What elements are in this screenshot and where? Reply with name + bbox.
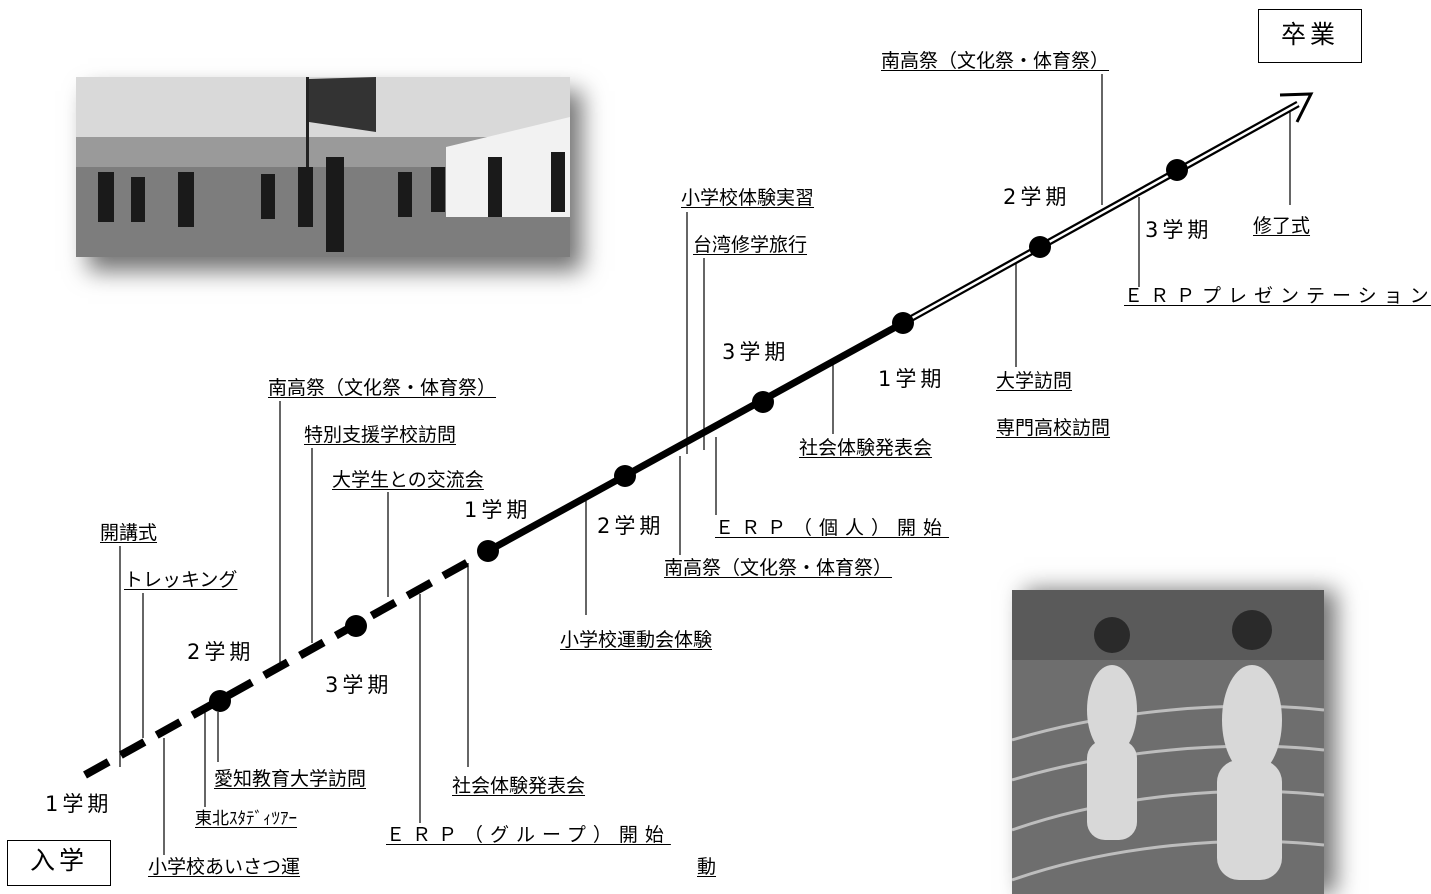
event-social-experience-year2: 社会体験発表会: [452, 775, 586, 797]
leader-lines: [119, 74, 1291, 855]
year1-term1-label: 1学期: [45, 792, 113, 816]
event-opening-ceremony: 開講式: [100, 522, 158, 544]
event-festival-year1: 南高祭（文化祭・体育祭）: [268, 377, 497, 399]
event-erp-individual-start: ＥＲＰ（個人）開始: [715, 517, 950, 539]
event-school-greeting: 小学校あいさつ運: [148, 856, 301, 878]
event-erp-presentation: ＥＲＰプレゼンテーション: [1124, 285, 1431, 307]
event-special-school-visit: 特別支援学校訪問: [304, 424, 457, 446]
event-school-teaching-practice: 小学校体験実習: [681, 187, 815, 209]
graduation-box: 卒業: [1258, 9, 1362, 63]
year1-term2-label: 2学期: [187, 640, 255, 664]
term-dot: [209, 690, 231, 712]
event-tohoku-study-tour: 東北ｽﾀﾃﾞｨﾂｱｰ: [195, 809, 297, 829]
enrollment-box: 入学: [7, 840, 111, 886]
term-dot: [892, 312, 914, 334]
event-festival-year2: 南高祭（文化祭・体育祭）: [664, 557, 893, 579]
timeline-year2-solid: [486, 319, 905, 555]
year1-term3-label: 3学期: [325, 673, 393, 697]
term-dot: [1029, 236, 1051, 258]
group-photo-image: [76, 77, 570, 257]
year2-term3-label: 3学期: [722, 340, 790, 364]
timeline-arrowhead: [1279, 92, 1314, 123]
term-dot: [345, 615, 367, 637]
track-photo-image: [1012, 590, 1324, 894]
year2-term2-label: 2学期: [597, 514, 665, 538]
term-dot: [1166, 159, 1188, 181]
event-completion-ceremony: 修了式: [1253, 215, 1311, 237]
event-trekking: トレッキング: [124, 569, 238, 591]
timeline-year3-double-inner: [902, 102, 1299, 325]
term-dot: [477, 540, 499, 562]
event-dou-fragment: 動: [697, 856, 717, 878]
event-aichi-univ-visit: 愛知教育大学訪問: [214, 768, 367, 790]
event-taiwan-school-trip: 台湾修学旅行: [693, 234, 808, 256]
term-dot: [752, 391, 774, 413]
track-photo: [1012, 590, 1324, 894]
year3-term1-label: 1学期: [878, 367, 946, 391]
term-dot: [614, 465, 636, 487]
year3-term3-label: 3学期: [1145, 218, 1213, 242]
event-festival-year3: 南高祭（文化祭・体育祭）: [881, 50, 1110, 72]
year3-term2-label: 2学期: [1003, 185, 1071, 209]
year2-term1-label: 1学期: [464, 498, 532, 522]
timeline-year1-dashed: [83, 547, 490, 779]
event-erp-group-start: ＥＲＰ（グループ）開始: [386, 824, 671, 846]
group-photo: [76, 77, 570, 257]
event-school-sports-day: 小学校運動会体験: [560, 629, 713, 651]
event-technical-school-visit: 専門高校訪問: [996, 417, 1111, 439]
event-univ-student-exchange: 大学生との交流会: [332, 469, 484, 491]
event-university-visit: 大学訪問: [996, 370, 1073, 392]
event-social-experience-year3: 社会体験発表会: [799, 437, 933, 459]
